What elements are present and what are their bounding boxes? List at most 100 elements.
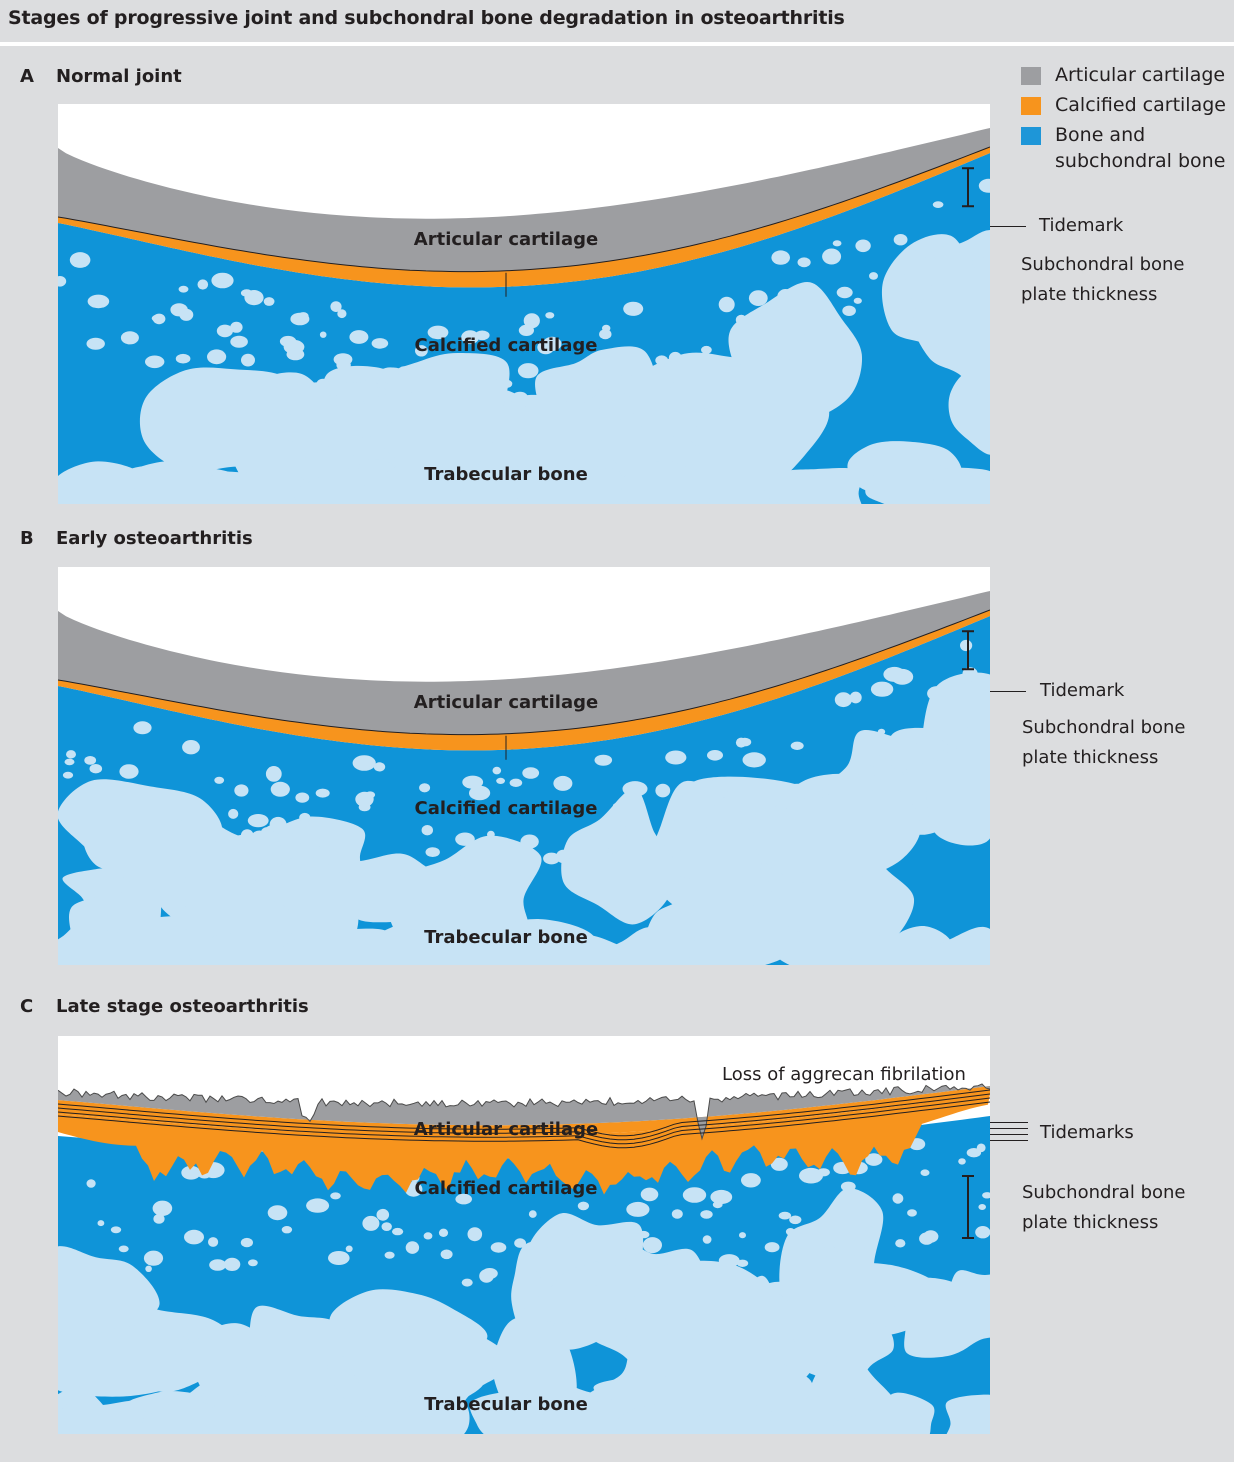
legend-item-bone: Bone and subchondral bone (1021, 122, 1234, 178)
panel-title: Late stage osteoarthritis (56, 996, 309, 1017)
bone-pore (228, 808, 239, 819)
bone-pore (868, 742, 887, 756)
bone-pore (356, 403, 371, 413)
marrow-cavity (60, 1400, 147, 1434)
marrow-spaces (58, 639, 990, 965)
bone-pore (415, 345, 428, 357)
bone-pore (423, 1232, 433, 1240)
marrow-cavity (207, 470, 309, 504)
marrow-cavity (58, 1326, 189, 1397)
bone-pore (584, 1249, 601, 1263)
bone-pore (932, 201, 944, 208)
bone-pore (932, 752, 943, 761)
bone-pore (461, 1278, 473, 1287)
bone-pore (197, 279, 209, 290)
articular-cartilage-layer (58, 128, 990, 272)
calcified-cartilage-layer (58, 147, 990, 288)
figure-title: Stages of progressive joint and subchond… (8, 7, 845, 29)
bone-pore (315, 838, 324, 847)
bone-pore (397, 366, 410, 377)
bone-pore (86, 1179, 96, 1188)
bone-pore (735, 737, 747, 748)
bone-pore (822, 1246, 838, 1257)
bone-pore (945, 743, 957, 754)
bone-pore (298, 312, 309, 320)
bone-pore (234, 784, 249, 797)
bone-pore (405, 1241, 420, 1254)
bone-pore (594, 754, 613, 766)
bone-pore (492, 766, 502, 775)
panel-title: Early osteoarthritis (56, 528, 253, 549)
marrow-cavity (561, 788, 675, 925)
bone-pore (789, 1215, 802, 1225)
bone-pore (849, 691, 862, 704)
bone-pore (143, 1250, 164, 1266)
bone-pore (771, 250, 790, 265)
marrow-cavity (600, 926, 695, 965)
bone-pore (895, 1239, 906, 1248)
bone-pore (330, 1192, 341, 1200)
bone-pore (438, 1228, 449, 1237)
bone-pore (640, 1187, 659, 1202)
bone-pore (607, 847, 616, 854)
bone-pore (384, 1251, 395, 1259)
bone-pore (891, 286, 911, 299)
bone-pore (855, 239, 871, 253)
plate-thickness-bracket (962, 630, 974, 671)
bone-pore (637, 1230, 650, 1239)
marrow-cavity (696, 347, 830, 488)
panel-title: Normal joint (56, 66, 182, 87)
bone-pore (587, 1271, 603, 1286)
bone-pore (963, 676, 972, 685)
bone-pore (182, 740, 200, 755)
bone-pore (241, 353, 255, 367)
bone-pore (87, 294, 110, 309)
plate-label-line1: Subchondral bone (1022, 717, 1186, 738)
bone-pore (509, 778, 523, 787)
bone-pore (455, 832, 475, 846)
bone-pore (240, 1237, 253, 1248)
bone-pore (216, 324, 233, 338)
marrow-cavity (755, 773, 921, 885)
calcified-cartilage-label: Calcified cartilage (415, 335, 598, 356)
bone-pore (133, 721, 152, 735)
bone-pore (175, 353, 191, 364)
marrow-cavity (842, 930, 944, 965)
bone-pore (612, 803, 620, 810)
bone-pore (543, 852, 560, 865)
calcified-cartilage-label: Calcified cartilage (415, 798, 598, 819)
bone-pore (793, 332, 806, 341)
tidemark-lines (58, 1089, 990, 1149)
bone-pore (178, 285, 189, 293)
bone-pore (556, 849, 570, 864)
bone-pore (252, 830, 267, 840)
bone-pore (440, 1249, 453, 1260)
bone-pore (877, 728, 886, 735)
legend-item-calcified-cartilage: Calcified cartilage (1021, 92, 1234, 122)
marrow-cavity (621, 460, 723, 504)
bone-pore (927, 686, 948, 701)
bone-pore (352, 755, 376, 771)
bone-pore (567, 1234, 579, 1246)
bone-pore (518, 324, 534, 336)
tidemark-leader-c4 (990, 1140, 1028, 1141)
bone-pore (569, 379, 591, 396)
tidemark-line (58, 1093, 990, 1141)
bone-pore (120, 331, 139, 345)
marrow-cavity (764, 468, 862, 504)
marrow-cavity (469, 1391, 551, 1434)
calcified-cartilage-layer (58, 610, 990, 751)
bone-pore (286, 348, 305, 361)
bone-pore (764, 1242, 780, 1253)
bone-pore (153, 1214, 165, 1224)
bone-pore (381, 1222, 392, 1231)
bone-pore (960, 639, 973, 652)
calcified-cartilage-label: Calcified cartilage (415, 1178, 598, 1199)
bone-pore (976, 1143, 986, 1153)
bone-pore (362, 1215, 380, 1231)
bone-pore (270, 781, 290, 797)
